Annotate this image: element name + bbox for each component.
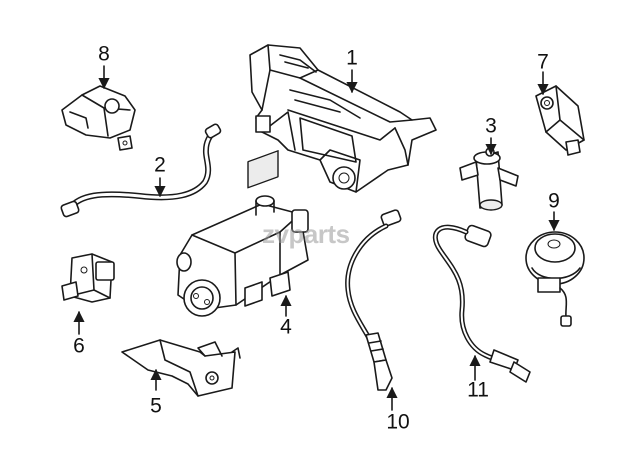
part-3-valve — [459, 147, 519, 211]
part-10-o2-sensor — [345, 209, 402, 391]
callout-2: 2 — [154, 153, 166, 177]
part-8-sensor — [61, 85, 136, 151]
callout-7: 7 — [537, 50, 549, 74]
callout-6: 6 — [73, 334, 85, 358]
leader-lines — [73, 65, 560, 411]
callout-11: 11 — [467, 378, 489, 402]
watermark-logo: zvparts — [262, 219, 350, 249]
callout-8: 8 — [98, 42, 110, 66]
part-2-hose — [60, 123, 222, 218]
part-5-bracket — [121, 339, 241, 397]
part-1-canister — [249, 44, 437, 193]
part-6-sensor — [61, 253, 115, 303]
part-4-solenoid — [176, 150, 309, 317]
callout-5: 5 — [150, 394, 162, 418]
part-7-sensor — [535, 85, 585, 156]
callout-9: 9 — [548, 189, 560, 213]
part-11-o2-sensor — [432, 224, 531, 383]
part-9-diaphragm — [525, 231, 585, 327]
callout-10: 10 — [386, 410, 410, 434]
callout-4: 4 — [280, 315, 292, 339]
callout-3: 3 — [485, 114, 497, 138]
callout-1: 1 — [346, 46, 358, 70]
